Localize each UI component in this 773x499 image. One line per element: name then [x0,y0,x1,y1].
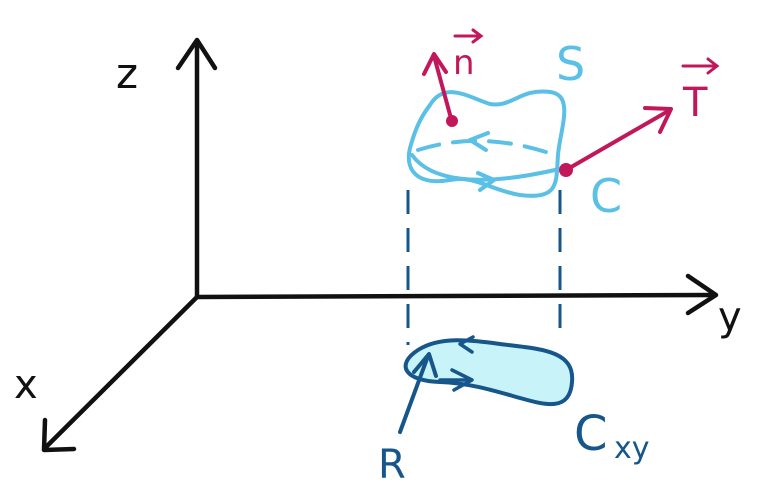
z-axis-label: z [116,49,138,98]
region-r-fill [403,338,575,407]
boundary-curve-front [410,153,557,182]
x-axis-label: x [14,362,38,408]
x-axis-arrowhead [41,417,77,453]
normal-vector-arrowhead [422,52,448,76]
y-axis-arrowhead [685,273,719,316]
region-label: R [378,442,406,488]
y-axis-label: y [718,294,742,340]
normal-label: n [453,43,475,83]
x-axis-line [42,294,200,451]
region-r [398,335,575,434]
region-orientation-arrow-top [458,335,475,354]
tangent-vector-shaft [564,108,672,172]
projection-lines [406,190,562,345]
tangent-vector [559,106,673,177]
region-pointer-shaft [398,354,430,434]
back-orientation-arrow [468,131,490,152]
normal-vector [422,52,458,127]
tangent-label: T [682,80,708,126]
tangent-vector-arrowhead [643,106,673,134]
normal-vector-base [446,115,458,127]
projected-curve-label: C [574,406,608,462]
region-pointer-arrowhead [412,352,438,378]
boundary-curve-back [416,138,557,157]
z-axis-arrowhead [175,37,218,71]
tangent-point [559,163,573,177]
region-orientation-arrow-bottom [450,368,474,392]
axes [41,37,719,453]
surface-outline [406,89,567,198]
surface-label: S [556,37,585,91]
y-axis-line [194,292,718,300]
normal-label-vector-arrow [453,28,484,44]
surface-s [406,89,567,198]
tangent-label-vector-arrow [681,57,720,75]
normal-vector-shaft [432,54,454,124]
projected-curve-subscript: xy [614,431,650,466]
front-orientation-arrow [476,171,496,192]
curve-label: C [590,169,622,223]
